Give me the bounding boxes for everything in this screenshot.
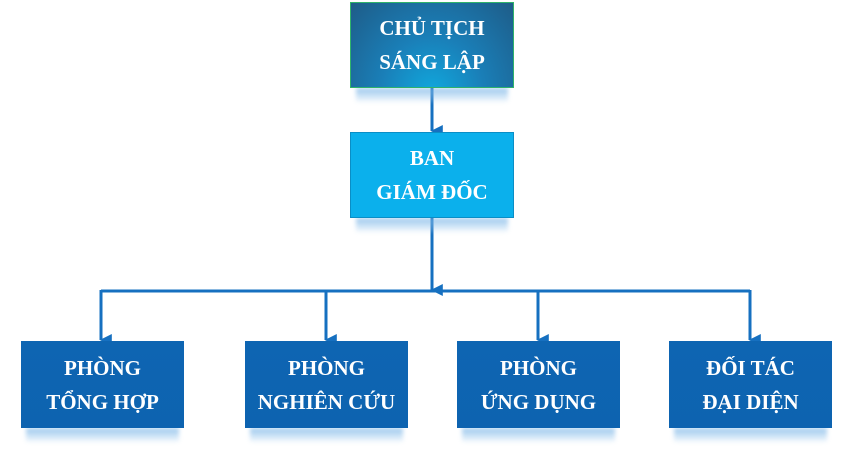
dept-4-line-2: ĐẠI DIỆN bbox=[702, 389, 799, 414]
dept-1-line-2: TỔNG HỢP bbox=[46, 389, 159, 414]
founder-chairman-box: CHỦ TỊCH SÁNG LẬP bbox=[350, 2, 514, 88]
dept-2-line-1: PHÒNG bbox=[288, 355, 365, 380]
dept-1-line-1: PHÒNG bbox=[64, 355, 141, 380]
dept-research-box: PHÒNG NGHIÊN CỨU bbox=[245, 341, 408, 428]
dept-3-line-2: ỨNG DỤNG bbox=[480, 389, 597, 414]
partner-representative-box: ĐỐI TÁC ĐẠI DIỆN bbox=[669, 341, 832, 428]
dept-3-shadow bbox=[462, 428, 615, 442]
founder-chairman-line-1: CHỦ TỊCH bbox=[379, 16, 485, 40]
root-box-shadow bbox=[356, 88, 508, 102]
board-box-shadow bbox=[356, 218, 508, 232]
dept-2-line-2: NGHIÊN CỨU bbox=[257, 389, 396, 414]
dept-4-shadow bbox=[674, 428, 827, 442]
board-line-1: BAN bbox=[409, 146, 455, 170]
dept-4-line-1: ĐỐI TÁC bbox=[706, 355, 795, 380]
dept-application-box: PHÒNG ỨNG DỤNG bbox=[457, 341, 620, 428]
dept-1-shadow bbox=[26, 428, 179, 442]
board-of-directors-box: BAN GIÁM ĐỐC bbox=[350, 132, 514, 218]
board-line-2: GIÁM ĐỐC bbox=[376, 180, 488, 204]
dept-3-line-1: PHÒNG bbox=[500, 355, 577, 380]
dept-2-shadow bbox=[250, 428, 403, 442]
dept-general-affairs-box: PHÒNG TỔNG HỢP bbox=[21, 341, 184, 428]
founder-chairman-line-2: SÁNG LẬP bbox=[379, 50, 485, 74]
